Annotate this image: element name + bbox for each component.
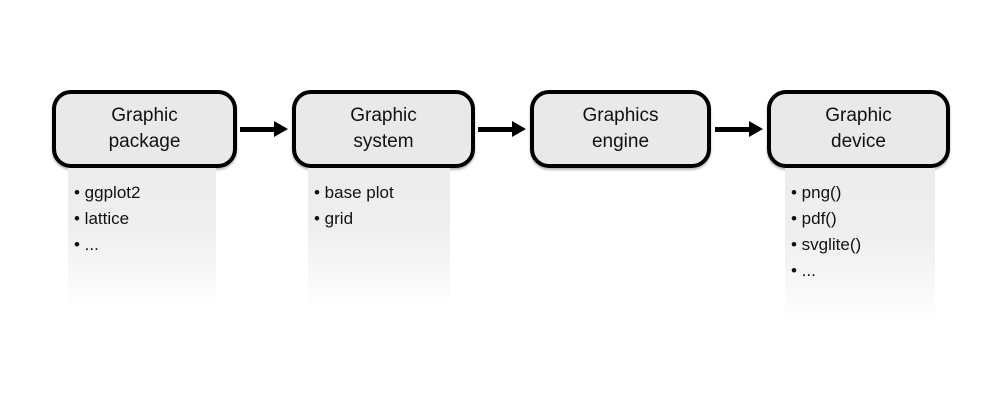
- stage-notes-graphic-device: • png() • pdf() • svglite() • ...: [785, 168, 935, 323]
- stage-label-line: Graphic: [111, 105, 178, 126]
- stage-label-line: system: [353, 131, 414, 152]
- arrow-shaft: [715, 126, 749, 132]
- arrow-shaft: [240, 126, 274, 132]
- bullet-list: • ggplot2 • lattice • ...: [68, 168, 216, 258]
- bullet-item: • base plot: [314, 183, 394, 202]
- stage-label-line: Graphics: [582, 105, 659, 126]
- flow-arrow-icon: [478, 121, 526, 137]
- stage-label-graphics-engine: Graphics engine: [582, 103, 658, 155]
- stage-label-line: Graphic: [350, 105, 417, 126]
- bullet-item: • ...: [791, 261, 816, 280]
- arrow-shaft: [478, 126, 512, 132]
- stage-label-line: device: [831, 131, 886, 152]
- bullet-item: • ggplot2: [74, 183, 141, 202]
- stage-box-graphic-package: Graphic package: [52, 90, 237, 168]
- stage-box-graphic-device: Graphic device: [767, 90, 950, 168]
- bullet-item: • png(): [791, 183, 842, 202]
- bullet-item: • ...: [74, 235, 99, 254]
- stage-box-graphics-engine: Graphics engine: [530, 90, 711, 168]
- stage-label-graphic-device: Graphic device: [825, 103, 892, 155]
- bullet-list: • png() • pdf() • svglite() • ...: [785, 168, 935, 284]
- stage-label-graphic-package: Graphic package: [109, 103, 181, 155]
- bullet-item: • lattice: [74, 209, 130, 228]
- bullet-item: • grid: [314, 209, 354, 228]
- stage-label-graphic-system: Graphic system: [350, 103, 417, 155]
- stage-label-line: engine: [591, 131, 650, 152]
- flow-arrow-icon: [715, 121, 763, 137]
- stage-box-graphic-system: Graphic system: [292, 90, 475, 168]
- arrow-head: [749, 121, 763, 137]
- bullet-item: • pdf(): [791, 209, 837, 228]
- bullet-list: • base plot • grid: [308, 168, 450, 232]
- stage-label-line: Graphic: [825, 105, 892, 126]
- arrow-head: [512, 121, 526, 137]
- stage-notes-graphic-system: • base plot • grid: [308, 168, 450, 308]
- arrow-head: [274, 121, 288, 137]
- flow-arrow-icon: [240, 121, 288, 137]
- bullet-item: • svglite(): [791, 235, 862, 254]
- stage-notes-graphic-package: • ggplot2 • lattice • ...: [68, 168, 216, 308]
- stage-label-line: package: [108, 131, 181, 152]
